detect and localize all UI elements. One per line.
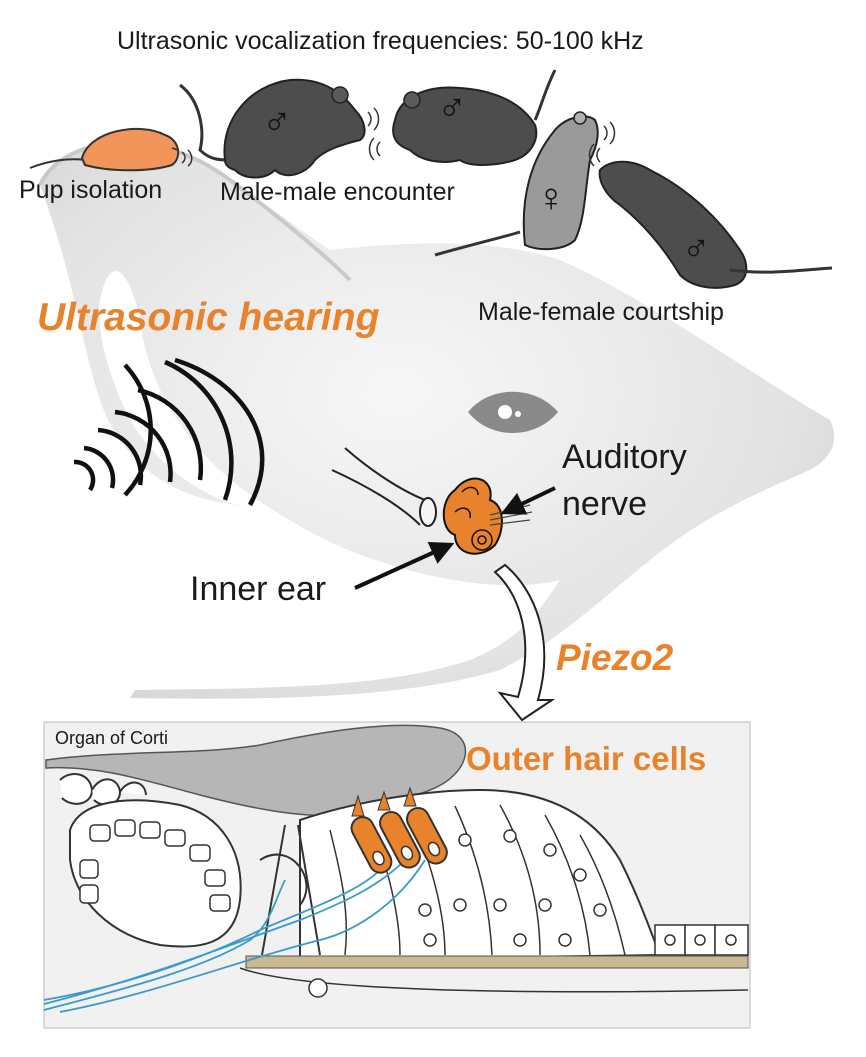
figure-title: Ultrasonic vocalization frequencies: 50-… (117, 27, 644, 55)
tectorial-membrane (45, 724, 467, 817)
male-mouse-courtship-icon (588, 143, 833, 289)
male-symbol-1: ♂ (262, 100, 292, 144)
male-mouse-right-icon (368, 69, 557, 166)
context-label-pup: Pup isolation (19, 176, 163, 204)
male-symbol-2: ♂ (437, 86, 467, 130)
sound-waves-icon (73, 357, 265, 507)
nerve-fibers (43, 859, 426, 1013)
zoom-arrow-icon (493, 563, 556, 722)
hearing-label: Ultrasonic hearing (37, 296, 380, 339)
gene-label: Piezo2 (556, 637, 674, 678)
pup-mouse-icon (29, 128, 193, 172)
inner-ear-arrow (354, 541, 455, 590)
female-mouse-icon (434, 111, 616, 257)
context-label-male-male: Male-male encounter (220, 178, 455, 206)
mouse-head-silhouette (40, 142, 835, 699)
outer-hair-cells-label: Outer hair cells (466, 740, 707, 777)
auditory-nerve-arrow (500, 486, 556, 515)
ear-outline (38, 140, 352, 282)
context-label-male-female: Male-female courtship (478, 298, 724, 326)
auditory-nerve-label-line2: nerve (562, 485, 648, 523)
male-mouse-left-icon (179, 78, 380, 179)
organ-of-corti-panel (43, 721, 751, 1029)
basilar-membrane (245, 955, 749, 969)
cochlea-icon (442, 477, 503, 555)
female-symbol: ♀ (536, 176, 566, 220)
outer-hair-cells-icon (350, 786, 448, 874)
organ-of-corti-label: Organ of Corti (55, 728, 169, 748)
ear-canal (331, 447, 437, 527)
male-symbol-3: ♂ (682, 228, 711, 270)
auditory-nerve-label-line1: Auditory (562, 438, 687, 476)
eye-icon (468, 391, 558, 433)
inner-ear-label: Inner ear (190, 570, 327, 608)
